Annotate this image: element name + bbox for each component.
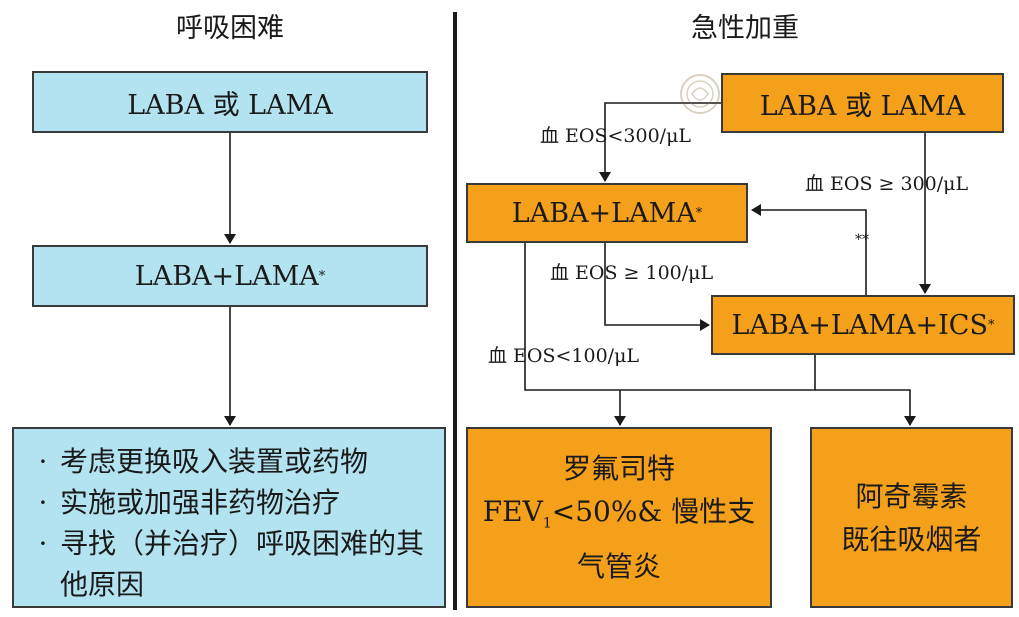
azithromycin-line1: 阿奇霉素 xyxy=(855,479,968,513)
right-box-laba-lama-ics: LABA+LAMA+ICS* xyxy=(711,295,1015,355)
arrow-to-azithromycin xyxy=(815,389,916,426)
left-box-laba-or-lama-label: LABA 或 LAMA xyxy=(127,89,333,121)
left-box-laba-lama-label: LABA+LAMA xyxy=(134,260,319,292)
right-column-title: 急性加重 xyxy=(691,13,799,44)
list-item: ·考虑更换吸入装置或药物 xyxy=(38,445,369,478)
options-list: ·考虑更换吸入装置或药物 ·实施或加强非药物治疗 ·寻找（并治疗）呼吸困难的其他… xyxy=(26,441,434,605)
roflumilast-line2: FEV1<50%& 慢性支 xyxy=(482,494,756,532)
left-box-laba-lama: LABA+LAMA* xyxy=(32,245,428,307)
footnote-mark: * xyxy=(695,205,703,221)
roflumilast-line1: 罗氟司特 xyxy=(562,451,675,485)
list-item: ·寻找（并治疗）呼吸困难的其他原因 xyxy=(38,527,425,601)
edge-label-eos-lt-100: 血 EOS<100/μL xyxy=(488,345,640,367)
right-box-roflumilast: 罗氟司特 FEV1<50%& 慢性支 气管炎 xyxy=(466,427,772,608)
footnote-mark: * xyxy=(318,268,326,284)
edge-label-eos-ge-100: 血 EOS ≥ 100/μL xyxy=(550,262,714,284)
right-box-laba-lama-ics-label: LABA+LAMA+ICS xyxy=(731,309,988,341)
edge-label-eos-ge-300: 血 EOS ≥ 300/μL xyxy=(805,173,969,195)
azithromycin-line2: 既往吸烟者 xyxy=(841,522,982,556)
right-box-azithromycin: 阿奇霉素 既往吸烟者 xyxy=(810,427,1013,608)
left-column-title: 呼吸困难 xyxy=(176,13,284,44)
list-item: ·实施或加强非药物治疗 xyxy=(38,486,341,519)
right-box-laba-or-lama-label: LABA 或 LAMA xyxy=(759,90,966,122)
edge-label-double-star: ** xyxy=(855,232,869,248)
right-box-laba-or-lama: LABA 或 LAMA xyxy=(721,73,1004,133)
edge-label-eos-lt-300: 血 EOS<300/μL xyxy=(540,125,692,147)
roflumilast-line3: 气管炎 xyxy=(576,550,661,584)
right-box-laba-lama-label: LABA+LAMA xyxy=(511,197,696,229)
arrow-triple-to-dual xyxy=(751,204,867,297)
left-box-options: ·考虑更换吸入装置或药物 ·实施或加强非药物治疗 ·寻找（并治疗）呼吸困难的其他… xyxy=(12,427,446,608)
line-dual-to-bottom xyxy=(524,243,816,391)
arrow-dual-to-triple xyxy=(604,243,710,331)
right-box-laba-lama: LABA+LAMA* xyxy=(466,183,748,243)
arrow-start-to-dual xyxy=(599,102,721,182)
footnote-mark: * xyxy=(987,317,995,333)
left-box-laba-or-lama: LABA 或 LAMA xyxy=(32,71,428,133)
